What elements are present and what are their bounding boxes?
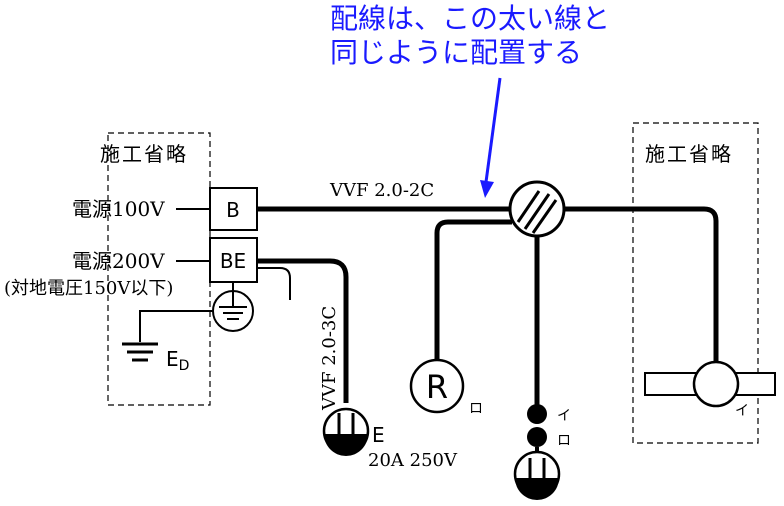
earth-terminal-symbol [212,282,254,332]
supply-200v-note: (対地電圧150V以下) [4,278,173,299]
outlet-cable-label: VVF 2.0-3C [319,306,340,411]
main-cable-label: VVF 2.0-2C [329,180,434,201]
junction-box [508,180,566,238]
receptacle-r [409,358,465,414]
breaker-be-label: BE [220,249,246,273]
right-omitted-area [632,122,759,444]
left-omitted-area [107,132,211,406]
receptacle-r-sublabel: ロ [469,401,483,417]
ground-wire [139,310,213,342]
instruction-arrow [480,77,502,198]
receptacle-r-label: R [426,368,448,406]
left-omitted-label: 施工省略 [100,142,188,166]
cable-to-receptacle-r [434,219,512,360]
instruction-line-1: 配線は、この太い線と [330,2,610,35]
outlet-bottom [513,450,561,500]
ground-label: ED [166,347,189,374]
switch-ro-label: ロ [557,433,571,449]
ground-label-sub: D [179,358,190,374]
supply-100v-label: 電源100V [72,197,165,221]
outlet-20a-rating: 20A 250V [368,450,458,471]
right-omitted-label: 施工省略 [645,142,733,166]
breaker-b [209,187,258,231]
supply-200v-label: 電源200V [72,249,165,273]
cable-to-20a-outlet [257,258,349,403]
be-earth-link [257,267,291,300]
ground-symbol [122,342,158,362]
switch-i-label: イ [557,408,571,424]
instruction-line-2: 同じように配置する [330,36,582,69]
switch-ro [527,427,547,447]
cable-to-lamp [564,206,719,362]
outlet-20a-label: E [372,423,385,447]
outlet-20a [322,407,370,456]
lamp-label: イ [735,403,749,419]
breaker-b-label: B [226,198,240,222]
lamp-fixture [644,360,776,408]
switch-i [527,404,547,424]
